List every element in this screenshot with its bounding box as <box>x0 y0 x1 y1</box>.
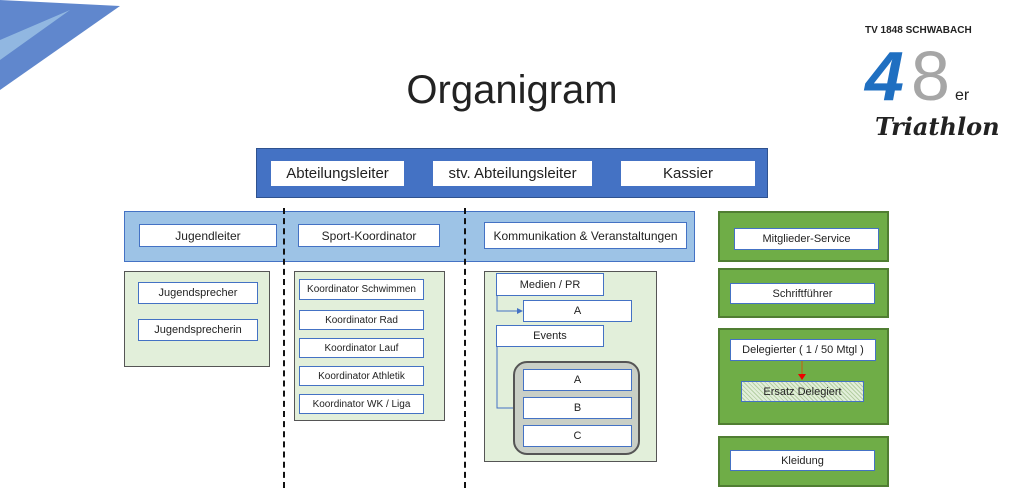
medien-sub-a-box: A <box>523 300 632 322</box>
ersatz-delegiert-box: Ersatz Delegiert <box>741 381 864 402</box>
corner-decoration <box>0 0 120 90</box>
koordinator-wk-liga-box: Koordinator WK / Liga <box>299 394 424 414</box>
divider-line <box>464 208 466 488</box>
koordinator-schwimmen-box: Koordinator Schwimmen <box>299 279 424 300</box>
stv-abteilungsleiter-box: stv. Abteilungsleiter <box>432 160 593 187</box>
koordinator-athletik-box: Koordinator Athletik <box>299 366 424 386</box>
page-title: Organigram <box>406 68 618 112</box>
koordinator-rad-box: Koordinator Rad <box>299 310 424 330</box>
events-box: Events <box>496 325 604 347</box>
svg-text:8: 8 <box>911 37 950 115</box>
svg-text:4: 4 <box>863 37 904 115</box>
svg-text:er: er <box>955 87 970 104</box>
kleidung-box: Kleidung <box>730 450 875 471</box>
jugendleiter-box: Jugendleiter <box>139 224 277 247</box>
mitglieder-service-box: Mitglieder-Service <box>734 228 879 250</box>
kommunikation-box: Kommunikation & Veranstaltungen <box>484 222 687 249</box>
divider-line <box>283 208 285 488</box>
svg-text:Triathlon: Triathlon <box>875 112 1000 141</box>
events-b-box: B <box>523 397 632 419</box>
club-logo: TV 1848 SCHWABACH 4 8 er Triathlon <box>863 25 1000 141</box>
svg-text:TV 1848 SCHWABACH: TV 1848 SCHWABACH <box>865 25 972 36</box>
jugendsprecher-box: Jugendsprecher <box>138 282 258 304</box>
kassier-box: Kassier <box>620 160 756 187</box>
arrow-down-icon <box>798 361 806 380</box>
medien-pr-box: Medien / PR <box>496 273 604 296</box>
jugendsprecherin-box: Jugendsprecherin <box>138 319 258 341</box>
abteilungsleiter-box: Abteilungsleiter <box>270 160 405 187</box>
events-c-box: C <box>523 425 632 447</box>
schriftfuehrer-box: Schriftführer <box>730 283 875 304</box>
koordinator-lauf-box: Koordinator Lauf <box>299 338 424 358</box>
events-a-box: A <box>523 369 632 391</box>
delegierter-box: Delegierter ( 1 / 50 Mtgl ) <box>730 339 876 361</box>
sport-koordinator-box: Sport-Koordinator <box>298 224 440 247</box>
